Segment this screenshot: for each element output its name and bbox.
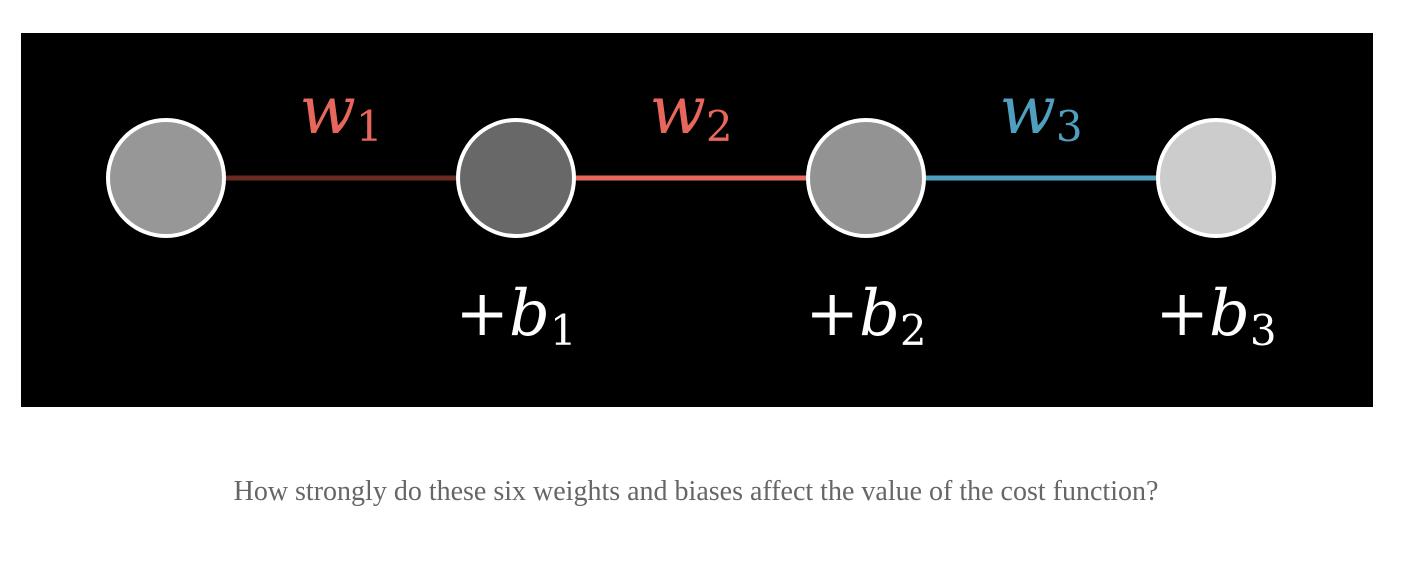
weight-label-w3: w3 [999,72,1082,151]
bias-label-b2: +b2 [805,277,926,355]
weight-label-w2: w2 [649,72,732,151]
neuron-4 [1156,118,1276,238]
neuron-1 [106,118,226,238]
caption: How strongly do these six weights and bi… [233,476,1159,507]
bias-label-b1: +b1 [455,277,576,355]
network-diagram: w1 w2 w3 +b1 +b2 +b3 [21,33,1373,407]
weight-labels-layer: w1 w2 w3 [299,72,1082,151]
neuron-2 [456,118,576,238]
neuron-3 [806,118,926,238]
weight-label-w1: w1 [299,72,382,151]
bias-labels-layer: +b1 +b2 +b3 [455,277,1276,355]
nodes-layer [106,118,1276,238]
bias-label-b3: +b3 [1155,277,1276,355]
network-diagram-svg: w1 w2 w3 +b1 +b2 +b3 [106,72,1277,355]
